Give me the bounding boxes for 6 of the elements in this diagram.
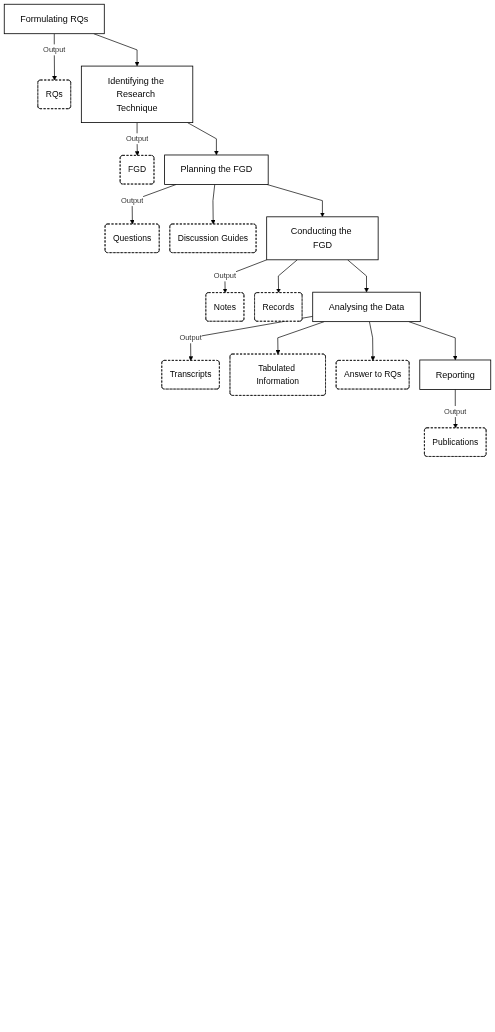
node-box: Identifying the Research Technique bbox=[80, 65, 194, 123]
node-box: Formulating RQs bbox=[3, 3, 105, 35]
node-box: Planning the FGD bbox=[164, 154, 269, 185]
node-box: Reporting bbox=[419, 359, 492, 390]
node-box: Analysing the Data bbox=[312, 291, 421, 323]
node-box: Conducting the FGD bbox=[266, 216, 379, 261]
